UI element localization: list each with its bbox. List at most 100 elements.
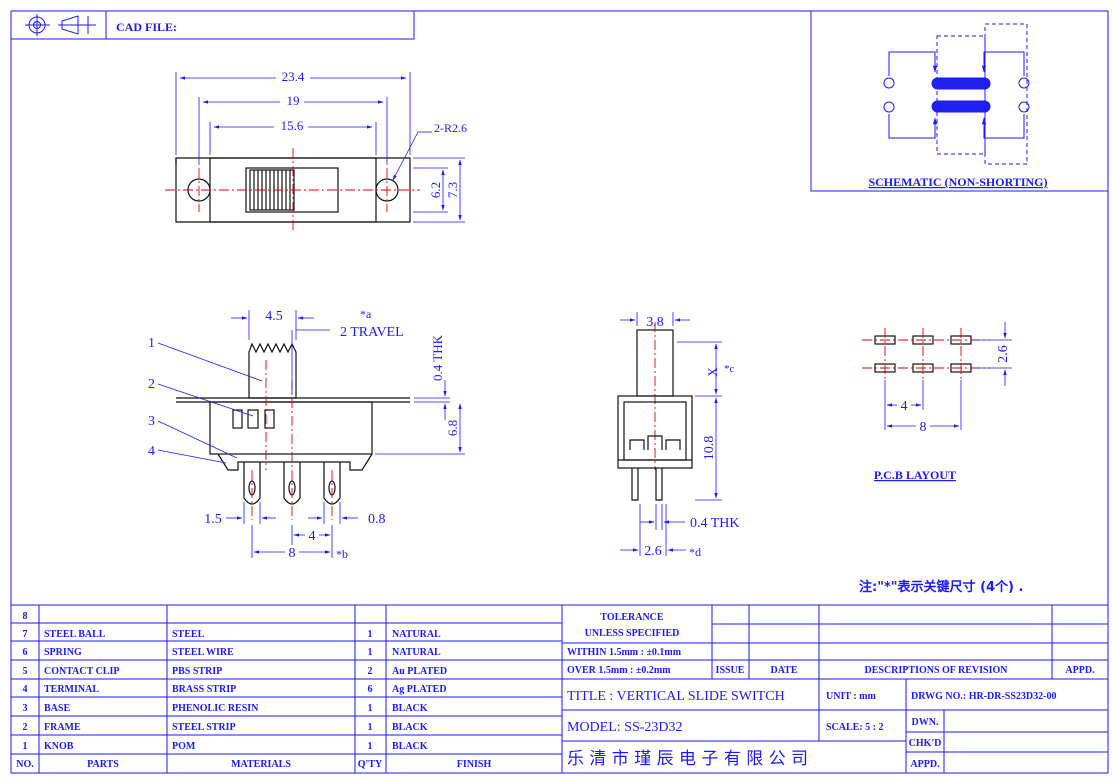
bom-row-3-qty: 1 [368,703,373,714]
dim-pitch: 4 [309,529,316,544]
schematic-label: SCHEMATIC (NON-SHORTING) [868,175,1047,189]
bom-row-1-part: KNOB [44,741,74,752]
bom-row-6-part: SPRING [44,647,82,658]
callout-4: 4 [148,444,155,459]
tolerance-line-2: UNLESS SPECIFIED [585,628,680,639]
date-header: DATE [770,665,797,676]
model-label: MODEL: SS-23D32 [567,720,683,735]
callout-2: 2 [148,377,155,392]
callout-3: 3 [148,414,155,429]
dim-height-inner: 6.2 [428,182,443,198]
bom-header-no: NO. [16,759,34,770]
bom-header-parts: PARTS [87,759,119,770]
pcb-layout-label: P.C.B LAYOUT [874,468,956,482]
end-dim-pin: 2.6 [644,544,662,559]
bom-row-4-no: 4 [23,684,28,695]
scale-label: SCALE: 5 : 2 [826,722,884,733]
appd-label: APPD. [910,759,940,770]
key-dimension-note: 注:"*"表示关键尺寸 (4个) . [859,579,1023,595]
drawing-number: DRWG NO.: HR-DR-SS23D32-00 [911,691,1056,702]
bom-row-7-qty: 1 [368,629,373,640]
pcb-dim-span: 8 [920,420,927,435]
end-thk-label: 0.4 THK [690,516,740,531]
header-box: CAD FILE: [10,10,415,40]
bom-row-1-material: POM [172,741,196,752]
bom-row-4-qty: 6 [368,684,373,695]
bom-row-5-material: PBS STRIP [172,666,222,677]
dim-height-outer: 7.3 [445,182,460,198]
bom-row-8-no: 8 [23,611,28,622]
cad-file-label: CAD FILE: [116,20,177,34]
dim-knob-width: 4.5 [265,309,283,324]
descriptions-header: DESCRIPTIONS OF REVISION [865,665,1009,676]
drawing-border [10,10,1109,774]
title-block: TOLERANCE UNLESS SPECIFIED WITHIN 1.5mm … [561,604,1109,774]
bom-row-5-part: CONTACT CLIP [44,666,119,677]
side-view: 4.5 *a 2 TRAVEL 0.4 THK 6.8 1 2 3 4 1.5 … [148,307,465,561]
dim-body-height: 6.8 [445,420,460,436]
dim-overall: 23.4 [282,69,305,84]
bom-row-4-finish: Ag PLATED [392,684,447,695]
chkd-label: CHK'D [909,738,942,749]
bom-row-5-qty: 2 [368,666,373,677]
bom-row-4-part: TERMINAL [44,684,99,695]
appd-header: APPD. [1065,665,1095,676]
note-c: *c [724,363,735,375]
bom-row-7-part: STEEL BALL [44,629,106,640]
bom-row-1-no: 1 [23,741,28,752]
end-view: 3.8 X *c 10.8 0.4 THK 2.6 *d [617,312,740,559]
bom-header-finish: FINISH [457,759,492,770]
note-b: *b [336,547,348,561]
tolerance-within: WITHIN 1.5mm : ±0.1mm [567,647,682,658]
dwn-label: DWN. [912,717,939,728]
dim-hole-pitch: 19 [287,93,300,108]
bom-row-6-qty: 1 [368,647,373,658]
bom-row-7-no: 7 [23,629,28,640]
bom-row-6-no: 6 [23,647,28,658]
bom-row-3-part: BASE [44,703,70,714]
drawing-title: TITLE : VERTICAL SLIDE SWITCH [567,689,785,704]
bom-row-6-material: STEEL WIRE [172,647,234,658]
bom-header-materials: MATERIALS [231,759,291,770]
bom-row-7-material: STEEL [172,629,205,640]
bom-table: 8 7 STEEL BALL STEEL 1 NATURAL 6 SPRING … [10,604,563,774]
bom-row-5-finish: Au PLATED [392,666,447,677]
bom-row-3-no: 3 [23,703,28,714]
bom-row-2-finish: BLACK [392,722,428,733]
bom-row-2-material: STEEL STRIP [172,722,236,733]
bom-row-5-no: 5 [23,666,28,677]
schematic-panel: SCHEMATIC (NON-SHORTING) [810,10,1109,192]
bom-row-2-no: 2 [23,722,28,733]
dim-span: 8 [289,546,296,561]
bom-row-2-part: FRAME [44,722,81,733]
end-dim-height: 10.8 [702,436,717,461]
dim-radius: 2-R2.6 [434,121,467,135]
bom-row-2-qty: 1 [368,722,373,733]
tolerance-over: OVER 1.5mm : ±0.2mm [567,665,671,676]
dim-pin-gap: 0.8 [368,512,386,527]
bom-row-7-finish: NATURAL [392,629,441,640]
callout-1: 1 [148,336,155,351]
bom-row-1-qty: 1 [368,741,373,752]
pcb-layout: 2.6 4 8 P.C.B LAYOUT [862,322,1012,482]
tolerance-line-1: TOLERANCE [600,612,663,623]
top-view: 23.4 19 15.6 2-R2.6 6.2 7.3 [165,69,467,232]
bom-row-1-finish: BLACK [392,741,428,752]
bom-row-3-material: PHENOLIC RESIN [172,703,259,714]
pcb-dim-row: 2.6 [996,345,1011,363]
note-a: *a [360,307,372,321]
unit-label: UNIT : mm [826,691,876,702]
bom-row-3-finish: BLACK [392,703,428,714]
thk-label: 0.4 THK [430,334,445,381]
issue-header: ISSUE [716,665,745,676]
company-name: 乐 清 市 瑾 辰 电 子 有 限 公 司 [567,749,808,769]
bom-row-4-material: BRASS STRIP [172,684,236,695]
x-label: X [705,367,720,377]
pcb-dim-pitch: 4 [901,399,908,414]
dim-pin-width: 1.5 [204,512,222,527]
bom-row-6-finish: NATURAL [392,647,441,658]
note-d: *d [689,545,701,559]
bom-header-qty: Q'TY [358,759,383,770]
projection-symbol-icon [25,14,96,36]
